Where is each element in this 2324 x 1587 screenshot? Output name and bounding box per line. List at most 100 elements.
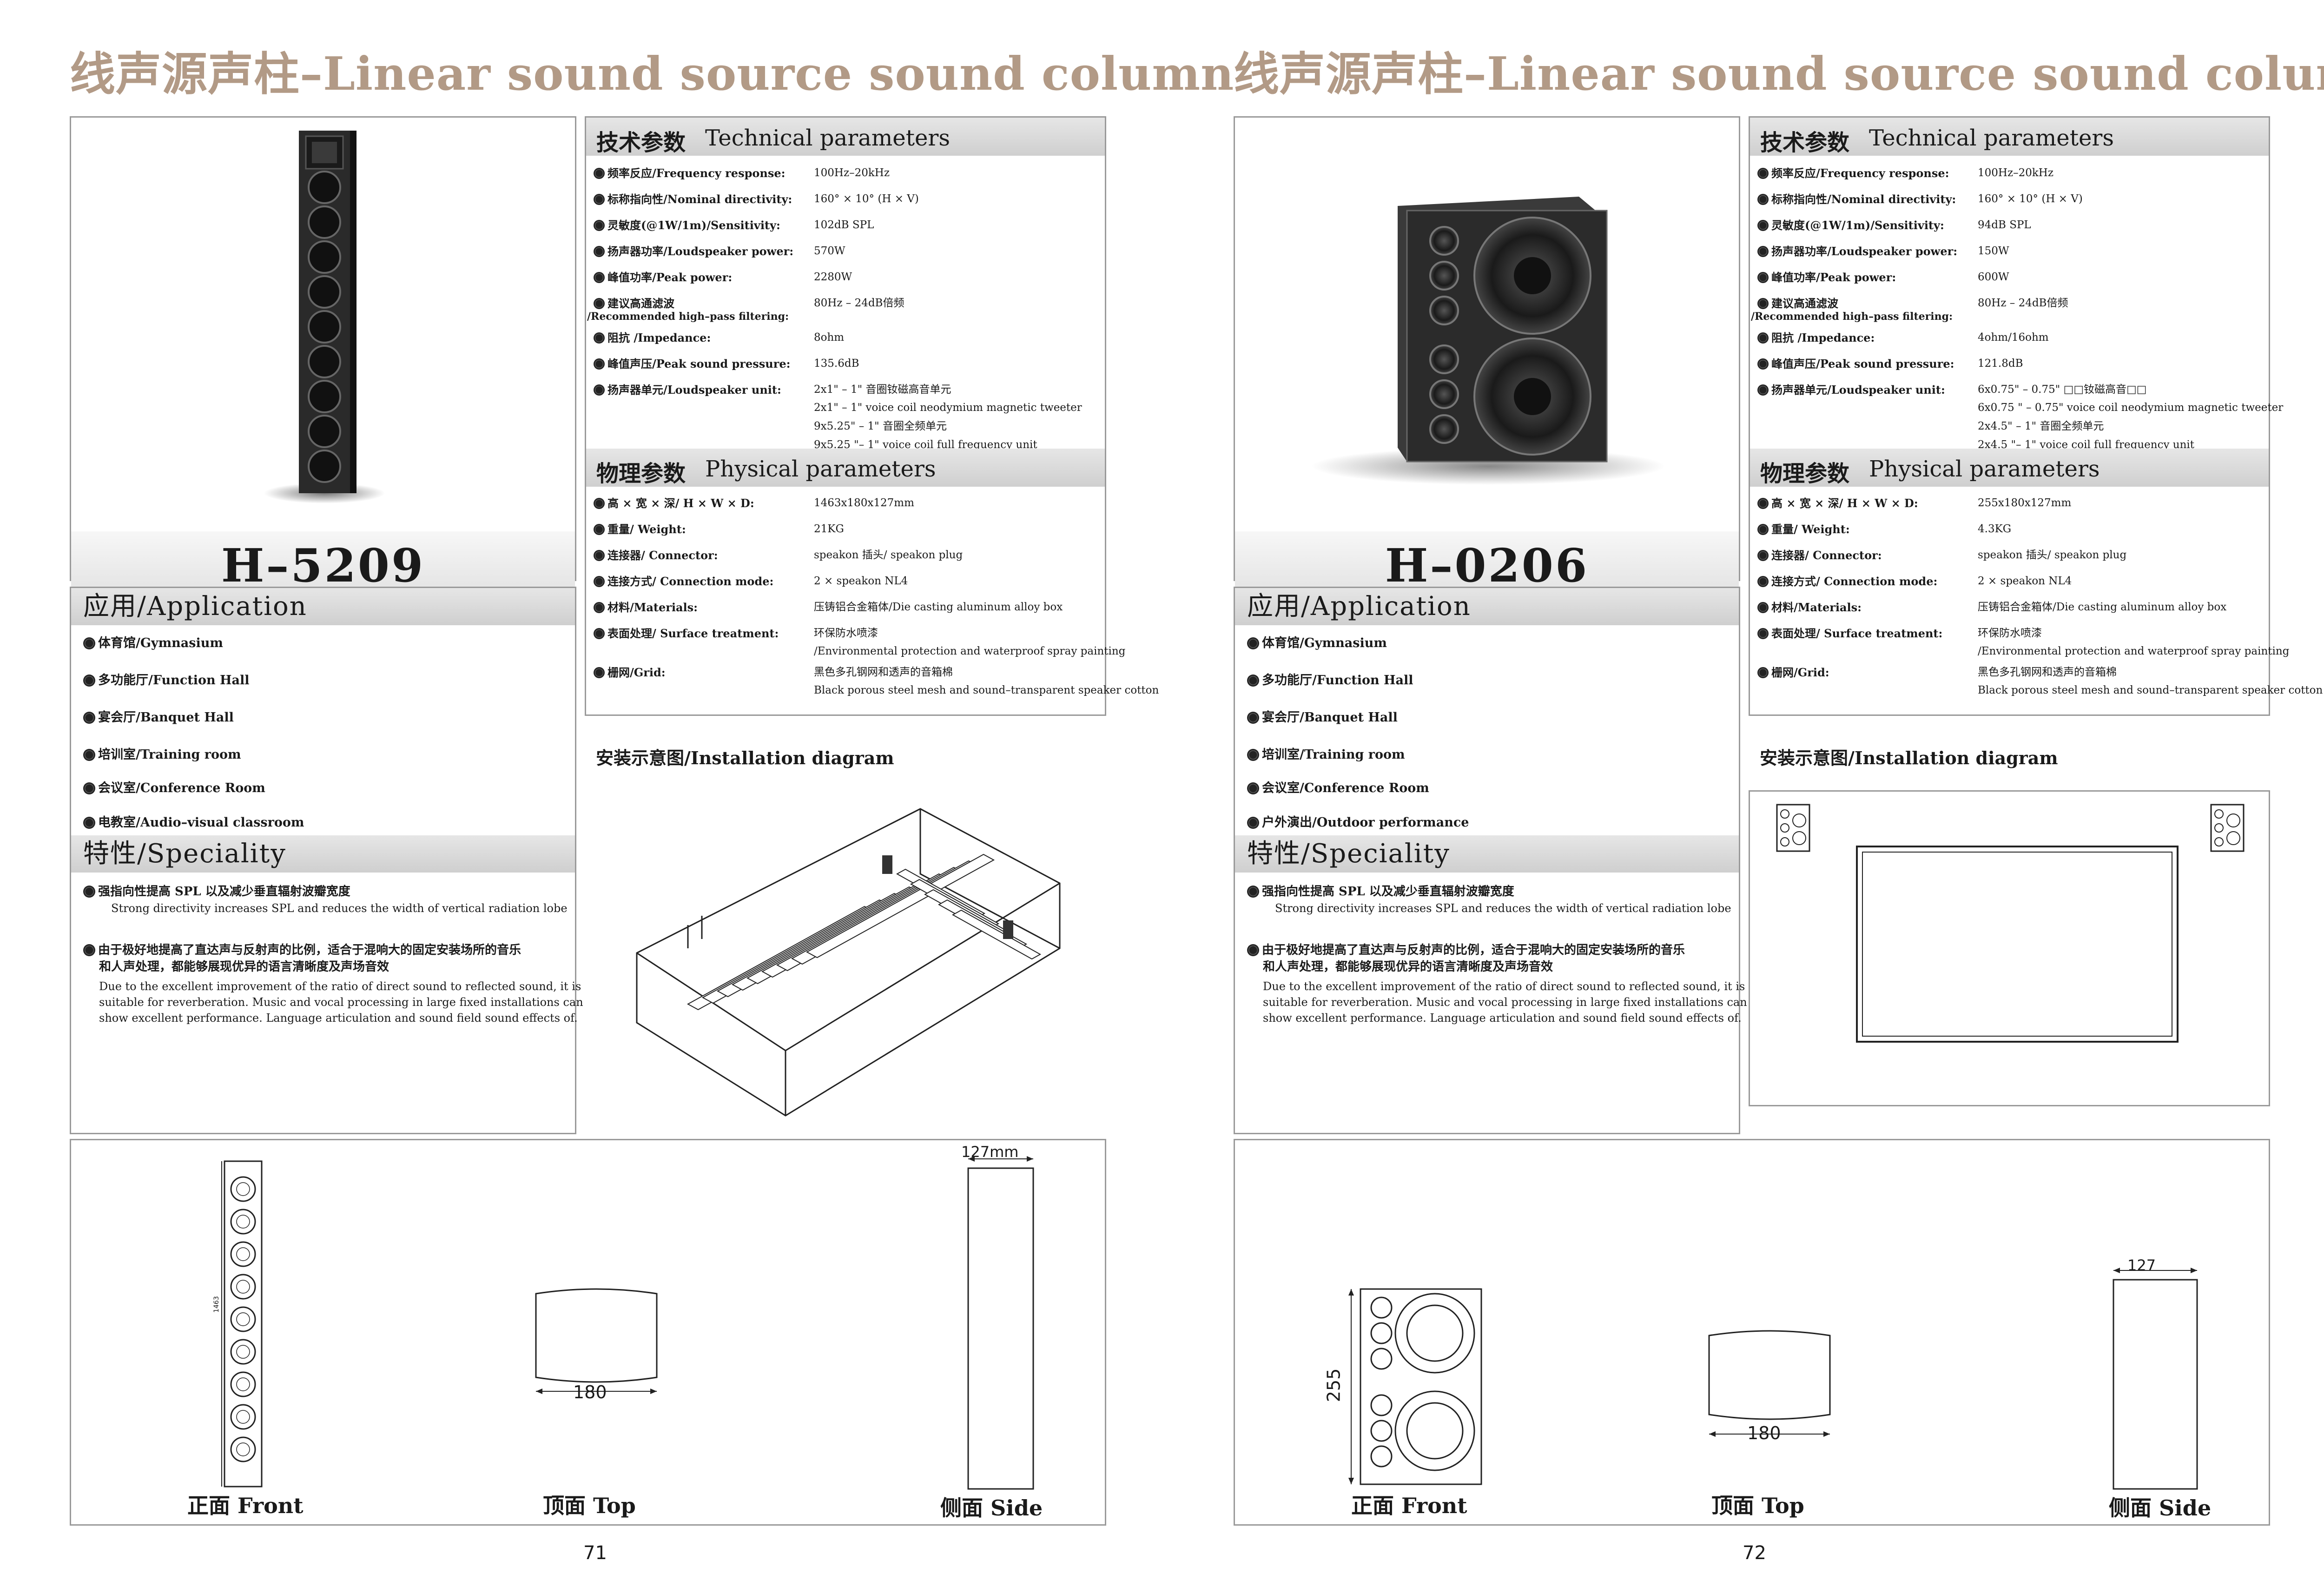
tech-params-title-zh: 技术参数	[596, 130, 686, 156]
application-panel: 应用/Application 体育馆/Gymnasium 多功能厅/Functi…	[70, 587, 583, 1134]
speciality-header: 特性/Speciality	[1235, 835, 1739, 873]
tech-params-header: 技术参数 Technical parameters	[586, 118, 1105, 156]
param-value: 255x180x127mm	[1978, 497, 2072, 509]
speciality-2-zh1: 由于极好地提高了直达声与反射声的比例，适合于混响大的固定安装场所的音乐	[1247, 943, 1685, 957]
list-item: 会议室/Conference Room	[83, 778, 265, 796]
front-dimension: 1463	[212, 1296, 220, 1313]
top-label: 顶面 Top	[543, 1493, 636, 1518]
product-image-panel: H–5209	[70, 116, 576, 629]
phys-params-title-en: Physical parameters	[1869, 456, 2100, 482]
param-label: 扬声器功率/Loudspeaker power:	[594, 242, 793, 258]
speciality-1-en: Strong directivity increases SPL and red…	[111, 902, 568, 915]
list-item: 多功能厅/Function Hall	[83, 670, 250, 688]
list-item: 培训室/Training room	[83, 744, 241, 762]
dimensions-panel: 255 180 127 正面 Front 顶面 Top 侧面 Side	[1234, 1139, 2270, 1526]
page-title: 线声源声柱–Linear sound source sound column	[70, 47, 1235, 101]
param-value: 135.6dB	[814, 357, 859, 370]
speciality-2-en1: Due to the excellent improvement of the …	[99, 980, 581, 993]
side-dimension: 127mm	[961, 1143, 1019, 1161]
param-value: 21KG	[814, 523, 844, 535]
speaker-cabinet-image	[1312, 197, 1665, 485]
installation-title: 安装示意图/Installation diagram	[596, 747, 894, 768]
param-value: speakon 插头/ speakon plug	[814, 549, 963, 561]
side-view-drawing	[2113, 1268, 2198, 1490]
tech-params-title-en: Technical parameters	[705, 125, 950, 151]
list-item: 电教室/Audio–visual classroom	[83, 812, 304, 830]
list-item: 宴会厅/Banquet Hall	[1247, 707, 1398, 725]
param-label: 重量/ Weight:	[594, 520, 686, 536]
tech-params-panel: 技术参数 Technical parameters 频率反应/Frequency…	[1749, 116, 2323, 716]
tech-params-title-en: Technical parameters	[1869, 125, 2114, 151]
speciality-2-en2: suitable for reverberation. Music and vo…	[99, 996, 583, 1009]
param-label: 建议高通滤波/Recommended high–pass filtering:	[587, 294, 789, 323]
param-value: 160° × 10° (H × V)	[814, 193, 919, 205]
speciality-2: 由于极好地提高了直达声与反射声的比例，适合于混响大的固定安装场所的音乐 和人声处…	[83, 941, 583, 1026]
tech-params-panel: 技术参数 Technical parameters 频率反应/Frequency…	[585, 116, 1159, 716]
application-panel: 应用/Application 体育馆/Gymnasium 多功能厅/Functi…	[1234, 587, 1747, 1134]
param-value: 100Hz–20kHz	[1978, 167, 2053, 179]
param-value: 2 × speakon NL4	[1978, 575, 2072, 587]
speciality-2-zh2: 和人声处理，都能够展现优异的语言清晰度及声场音效	[1263, 960, 1553, 974]
list-item: 多功能厅/Function Hall	[1247, 670, 1413, 688]
param-value: 80Hz – 24dB倍频	[814, 297, 905, 309]
page-number: 71	[583, 1542, 607, 1564]
tech-params-header: 技术参数 Technical parameters	[1750, 118, 2269, 156]
param-value: 压铸铝合金箱体/Die casting aluminum alloy box	[1978, 601, 2227, 613]
speciality-1-zh: 强指向性提高 SPL 以及减少垂直辐射波瓣宽度	[1247, 885, 1514, 899]
param-label: 扬声器功率/Loudspeaker power:	[1757, 242, 1957, 258]
param-value: 6x0.75" – 0.75" □□钕磁高音□□6x0.75 " – 0.75"…	[1978, 384, 2284, 451]
param-value: 1463x180x127mm	[814, 497, 914, 509]
phys-params-title-en: Physical parameters	[705, 456, 936, 482]
param-value: 环保防水喷漆/Environmental protection and wate…	[814, 627, 1126, 657]
list-item: 户外演出/Outdoor performance	[1247, 812, 1469, 830]
page-72: 线声源声柱–Linear sound source sound column H…	[1164, 0, 2324, 1587]
top-view-drawing	[1708, 1330, 1831, 1437]
param-label: 重量/ Weight:	[1757, 520, 1850, 536]
param-value: 2 × speakon NL4	[814, 575, 908, 587]
phys-params-header: 物理参数 Physical parameters	[1750, 449, 2269, 487]
param-label: 阻抗 /Impedance:	[1757, 329, 1875, 345]
page-71: 线声源声柱–Linear sound source sound column H…	[0, 0, 1164, 1587]
page-number: 72	[1743, 1542, 1766, 1564]
param-value: 160° × 10° (H × V)	[1978, 193, 2083, 205]
speciality-2-en3: show excellent performance. Language art…	[99, 1012, 578, 1025]
param-label: 灵敏度(@1W/1m)/Sensitivity:	[594, 216, 780, 232]
param-value: 570W	[814, 245, 845, 257]
list-item: 会议室/Conference Room	[1247, 778, 1429, 796]
tech-params-title-zh: 技术参数	[1760, 130, 1850, 156]
param-label: 连接方式/ Connection mode:	[1757, 572, 1937, 589]
param-label: 标称指向性/Nominal directivity:	[1757, 190, 1956, 206]
param-label: 连接方式/ Connection mode:	[594, 572, 773, 589]
param-value: 4ohm/16ohm	[1978, 331, 2049, 344]
param-label: 材料/Materials:	[594, 598, 698, 615]
param-label: 连接器/ Connector:	[1757, 546, 1882, 562]
speciality-2-en2: suitable for reverberation. Music and vo…	[1263, 996, 1747, 1009]
param-value: 121.8dB	[1978, 357, 2023, 370]
list-item: 体育馆/Gymnasium	[83, 633, 223, 651]
param-label: 连接器/ Connector:	[594, 546, 718, 562]
param-value: 压铸铝合金箱体/Die casting aluminum alloy box	[814, 601, 1063, 613]
speciality-1: 强指向性提高 SPL 以及减少垂直辐射波瓣宽度 Strong directivi…	[83, 883, 568, 916]
param-value: speakon 插头/ speakon plug	[1978, 549, 2127, 561]
param-label: 标称指向性/Nominal directivity:	[594, 190, 792, 206]
side-label: 侧面 Side	[940, 1495, 1043, 1521]
param-label: 栅网/Grid:	[1757, 663, 1829, 680]
top-dimension: 180	[573, 1382, 607, 1402]
param-value: 102dB SPL	[814, 219, 874, 231]
speciality-2-en3: show excellent performance. Language art…	[1263, 1012, 1742, 1025]
product-image-panel: H–0206	[1234, 116, 1740, 629]
speciality-header: 特性/Speciality	[71, 835, 575, 873]
phys-params-header: 物理参数 Physical parameters	[586, 449, 1105, 487]
param-label: 栅网/Grid:	[594, 663, 666, 680]
param-label: 频率反应/Frequency response:	[594, 164, 785, 180]
param-label: 建议高通滤波/Recommended high–pass filtering:	[1751, 294, 1953, 323]
list-item: 宴会厅/Banquet Hall	[83, 707, 234, 725]
phys-params-title-zh: 物理参数	[1760, 461, 1850, 487]
param-label: 灵敏度(@1W/1m)/Sensitivity:	[1757, 216, 1944, 232]
param-value: 94dB SPL	[1978, 219, 2031, 231]
front-view-drawing	[221, 1160, 263, 1488]
front-label: 正面 Front	[187, 1493, 304, 1518]
installation-diagram-auditorium	[636, 808, 1061, 1117]
